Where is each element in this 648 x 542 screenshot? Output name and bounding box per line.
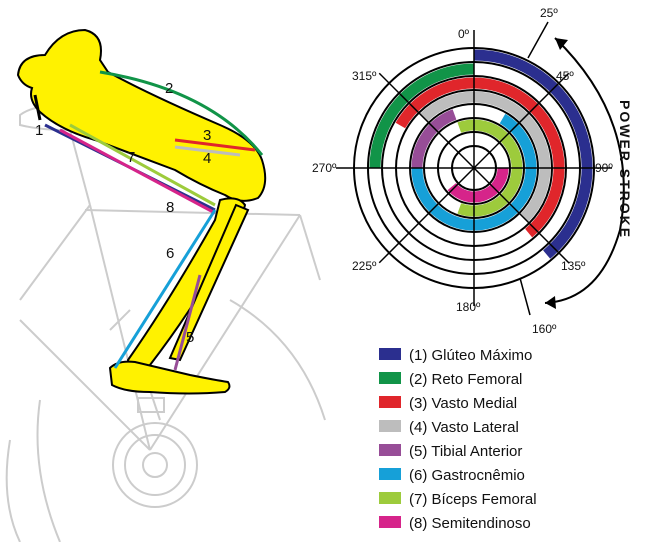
muscle-number-8: 8 — [166, 199, 174, 216]
degree-label-135: 135º — [561, 259, 586, 273]
legend-label-4: (4) Vasto Lateral — [409, 419, 519, 436]
activation-arc-8 — [447, 167, 509, 203]
legend-label-8: (8) Semitendinoso — [409, 515, 531, 532]
degree-labels: 0º 25º 45º 90º 135º 160º 180º 225º 270º … — [312, 6, 613, 336]
power-stroke-indicator: POWER STROKE — [519, 21, 633, 316]
muscle-number-3: 3 — [203, 127, 211, 144]
legend-label-7: (7) Bíceps Femoral — [409, 491, 537, 508]
legend-label-2: (2) Reto Femoral — [409, 371, 522, 388]
legend-swatch-5 — [379, 444, 401, 456]
degree-label-90: 90º — [595, 161, 613, 175]
degree-label-270: 270º — [312, 161, 337, 175]
degree-label-180: 180º — [456, 300, 481, 314]
activation-arc-3 — [395, 77, 565, 238]
degree-label-225: 225º — [352, 259, 377, 273]
legend-swatch-7 — [379, 492, 401, 504]
axis-line-3 — [378, 72, 570, 264]
legend-label-3: (3) Vasto Medial — [409, 395, 517, 412]
arrowhead-top-icon — [555, 38, 568, 50]
degree-label-45: 45º — [556, 69, 574, 83]
arrowhead-bottom-icon — [545, 296, 556, 309]
legend: (1) Glúteo Máximo (2) Reto Femoral (3) Vas… — [379, 347, 537, 532]
activation-arc-6 — [411, 113, 537, 231]
bicycle-frame — [5, 105, 326, 542]
leg-bones — [16, 28, 267, 395]
muscle-number-5: 5 — [186, 329, 194, 346]
legend-label-1: (1) Glúteo Máximo — [409, 347, 532, 364]
power-stroke-arrow — [544, 37, 625, 304]
legend-label-6: (6) Gastrocnêmio — [409, 467, 525, 484]
activation-arc-1 — [473, 49, 593, 259]
legend-swatch-1 — [379, 348, 401, 360]
legend-swatch-6 — [379, 468, 401, 480]
muscle-number-1: 1 — [35, 122, 43, 139]
power-stroke-label: POWER STROKE — [617, 100, 633, 239]
muscle-number-4: 4 — [203, 150, 211, 167]
tick-25 — [527, 21, 549, 59]
legend-swatch-8 — [379, 516, 401, 528]
degree-label-0: 0º — [458, 27, 470, 41]
muscle-number-labels: 1 2 3 4 5 6 7 8 — [35, 80, 211, 346]
muscle-number-7: 7 — [127, 149, 135, 166]
degree-label-25: 25º — [540, 6, 558, 20]
legend-swatch-3 — [379, 396, 401, 408]
muscle-number-2: 2 — [165, 80, 173, 97]
degree-label-160: 160º — [532, 322, 557, 336]
activation-arc-5 — [411, 109, 457, 169]
degree-label-315: 315º — [352, 69, 377, 83]
legend-swatch-4 — [379, 420, 401, 432]
muscle-lines — [33, 70, 264, 371]
crank-axes — [336, 30, 612, 306]
legend-label-5: (5) Tibial Anterior — [409, 443, 522, 460]
muscle-number-6: 6 — [166, 245, 174, 262]
tick-160 — [519, 277, 531, 316]
legend-swatch-2 — [379, 372, 401, 384]
